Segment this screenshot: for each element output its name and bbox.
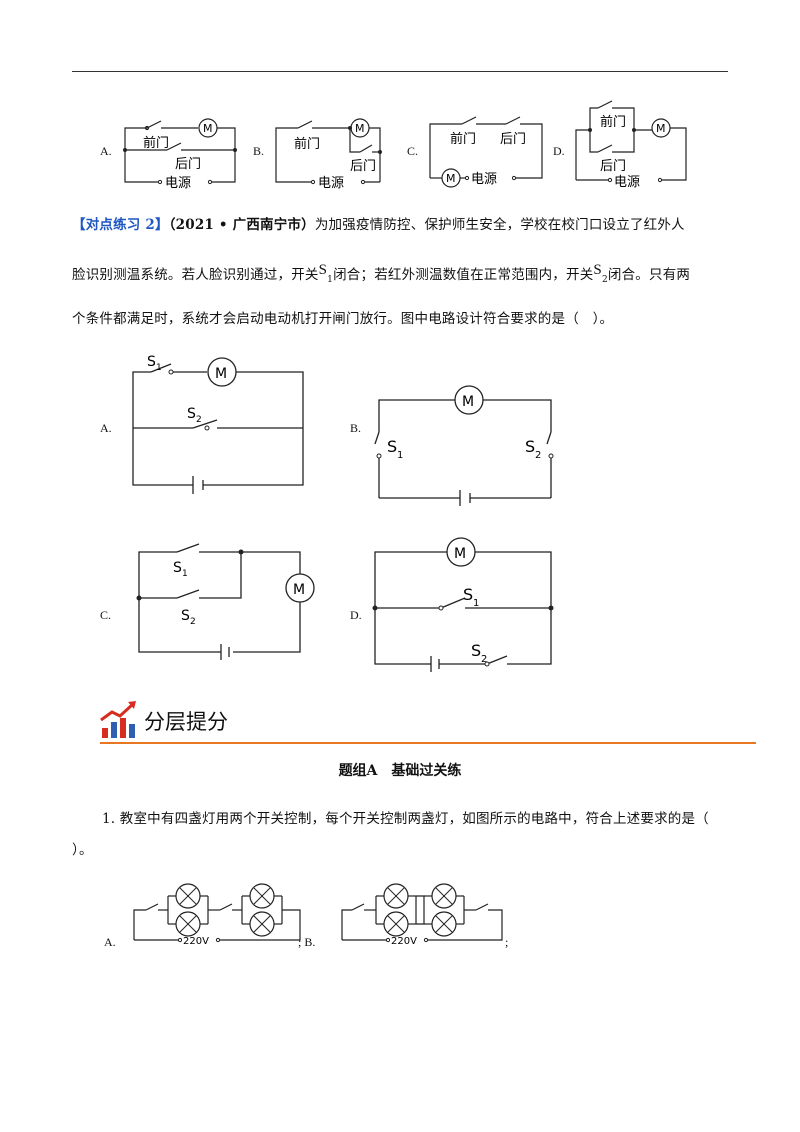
svg-text:2: 2 xyxy=(481,654,487,665)
top-circuit-a: M 前门 后门 电源 xyxy=(123,118,237,191)
svg-text:S: S xyxy=(181,608,190,624)
svg-text:1: 1 xyxy=(182,569,188,579)
option-a-label: A. xyxy=(100,144,112,158)
practice-line-2: 脸识别测温系统。若人脸识别通过，开关S1闭合；若红外测温数值在正常范围内，开关S… xyxy=(72,262,691,285)
top-circuit-c: M 前门 后门 电源 xyxy=(429,116,543,188)
svg-text:S: S xyxy=(173,560,182,576)
svg-text:S: S xyxy=(471,641,481,660)
svg-text:M: M xyxy=(293,582,305,598)
svg-text:前门: 前门 xyxy=(600,114,626,130)
option-c-label: C. xyxy=(407,144,419,158)
svg-text:S: S xyxy=(387,437,397,456)
svg-text:M: M xyxy=(656,122,666,135)
question-1-line-1: 1. 教室中有四盏灯用两个开关控制，每个开关控制两盏灯，如图所示的电路中，符合上… xyxy=(102,811,709,827)
q1-option-a-label: A. xyxy=(104,935,116,949)
circuit-option-c-label: C. xyxy=(100,608,112,622)
svg-text:前门: 前门 xyxy=(294,136,320,152)
svg-text:后门: 后门 xyxy=(600,159,626,174)
svg-text:电源: 电源 xyxy=(614,175,640,190)
front-door-text: 前门 xyxy=(143,135,169,151)
svg-text:1: 1 xyxy=(473,598,479,609)
section-divider xyxy=(100,742,756,744)
top-circuit-b: M 前门 后门 电源 xyxy=(275,118,382,191)
circuit-option-a-label: A. xyxy=(100,421,112,435)
svg-text:电源: 电源 xyxy=(318,176,344,191)
svg-text:S: S xyxy=(187,406,196,422)
practice-line-3: 个条件都满足时，系统才会启动电动机打开闸门放行。图中电路设计符合要求的是（ ）。 xyxy=(72,311,614,327)
svg-text:2: 2 xyxy=(196,415,202,425)
q1-end-mark: ; xyxy=(505,935,509,949)
svg-text:后门: 后门 xyxy=(350,159,376,174)
circuit-option-d-label: D. xyxy=(350,608,362,622)
circuit-option-b-label: B. xyxy=(350,421,362,435)
svg-text:1: 1 xyxy=(397,450,403,461)
power-text: 电源 xyxy=(165,176,191,191)
svg-text:M: M xyxy=(355,122,365,135)
q1-circuit-a: 220V xyxy=(133,883,301,947)
svg-text:S: S xyxy=(147,354,156,370)
chart-growth-icon xyxy=(100,701,136,738)
svg-text:M: M xyxy=(454,546,466,562)
back-door-text: 后门 xyxy=(175,157,201,172)
svg-text:220V: 220V xyxy=(391,936,417,947)
svg-text:S: S xyxy=(525,437,535,456)
svg-text:后门: 后门 xyxy=(500,132,526,147)
svg-text:前门: 前门 xyxy=(450,131,476,147)
motor-glyph: M xyxy=(203,122,213,135)
svg-text:1: 1 xyxy=(156,363,162,373)
practice-source: （2021 • 广西南宁市） xyxy=(168,217,315,233)
group-heading: 题组A 基础过关练 xyxy=(338,763,462,779)
question-1-line-2: ）。 xyxy=(72,842,93,858)
top-circuit-d: M 前门 后门 电源 xyxy=(575,100,687,190)
option-d-label: D. xyxy=(553,144,565,158)
svg-text:2: 2 xyxy=(190,617,196,627)
section-title: 分层提分 xyxy=(144,710,228,734)
svg-text:2: 2 xyxy=(535,450,541,461)
header-rule xyxy=(72,71,728,72)
practice-line-1: 【对点练习 2】（2021 • 广西南宁市）为加强疫情防控、保护师生安全，学校在… xyxy=(72,217,685,233)
circuit-a: M S 1 S 2 xyxy=(132,354,304,494)
svg-text:S: S xyxy=(463,585,473,604)
option-b-label: B. xyxy=(253,144,265,158)
q1-option-b-label: ; B. xyxy=(298,935,316,949)
svg-text:M: M xyxy=(462,394,474,410)
q1-circuit-b: 220V xyxy=(341,883,503,947)
svg-text:M: M xyxy=(215,366,227,382)
circuit-d: M S 1 S 2 xyxy=(372,537,554,672)
circuit-c: M S 1 S 2 xyxy=(136,543,315,660)
svg-text:电源: 电源 xyxy=(471,172,497,187)
svg-text:220V: 220V xyxy=(183,936,209,947)
svg-text:M: M xyxy=(446,172,456,185)
circuit-b: M S 1 S 2 xyxy=(374,385,554,506)
practice-tag: 【对点练习 2】 xyxy=(72,217,169,233)
